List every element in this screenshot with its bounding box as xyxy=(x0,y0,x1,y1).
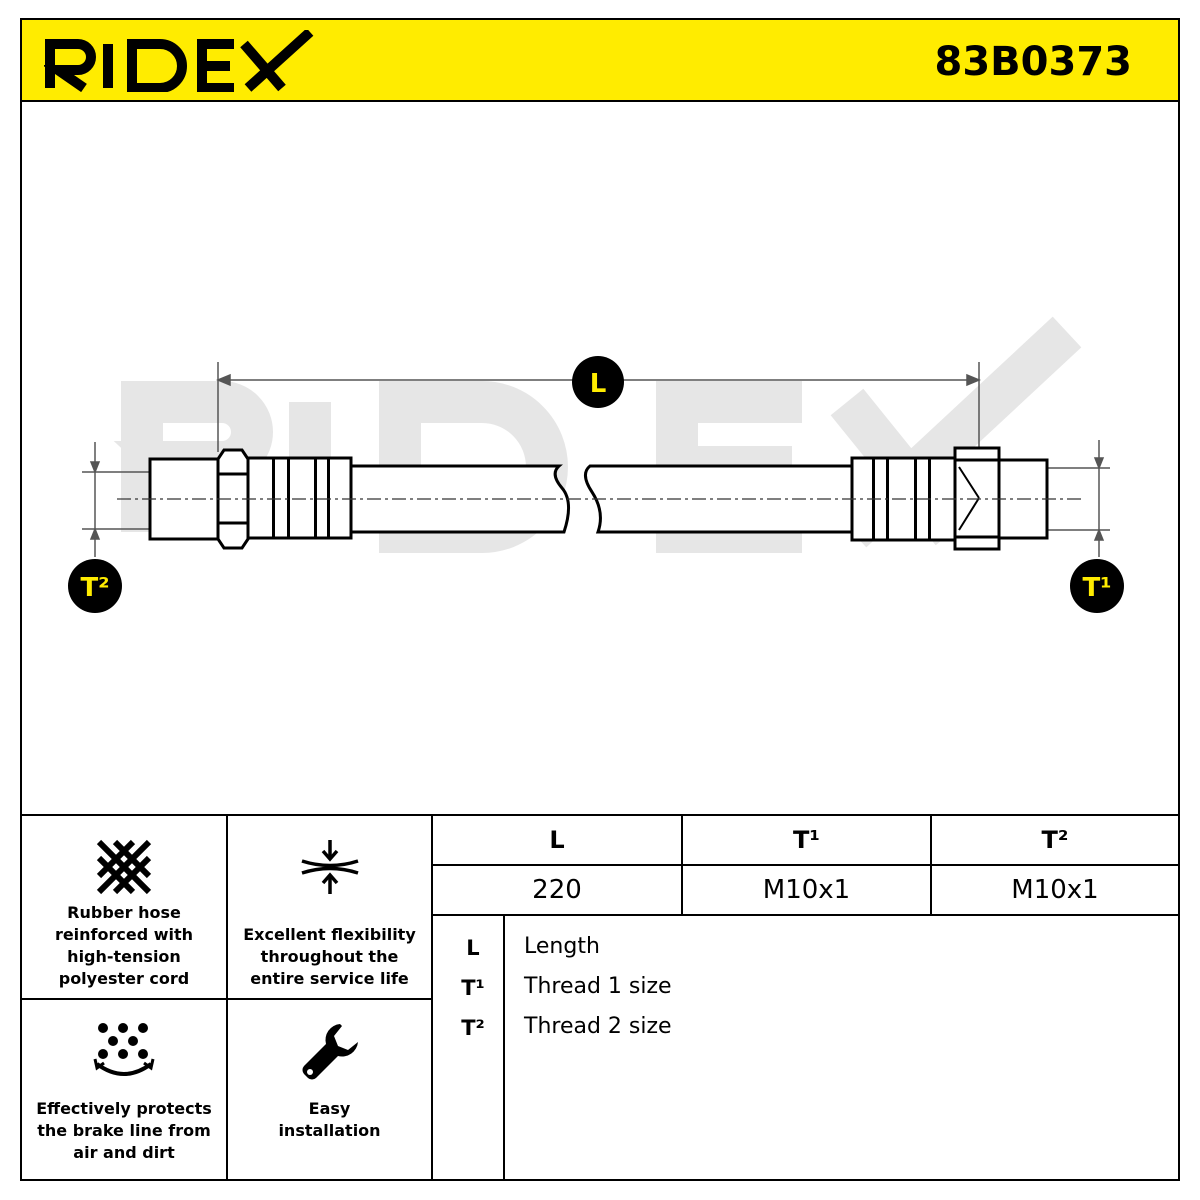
divider xyxy=(22,998,431,1000)
spec-value-T1: M10x1 xyxy=(762,875,851,905)
info-panel: Rubber hose reinforced with high-tension… xyxy=(22,814,1178,1179)
particles-shield-icon xyxy=(93,1023,155,1076)
legend-key-L: L xyxy=(466,936,480,960)
spec-header-L: L xyxy=(549,826,565,854)
feature-label: Rubber hose reinforced with high-tension… xyxy=(54,903,194,988)
divider xyxy=(431,816,433,1179)
divider xyxy=(503,916,505,1179)
divider xyxy=(930,816,932,915)
legend-text-T2: Thread 2 size xyxy=(524,1014,672,1039)
feature-label: Effectively protects the brake line from… xyxy=(36,1099,212,1162)
badge-T1-text: T¹ xyxy=(1082,573,1111,603)
dimension-T2 xyxy=(82,442,150,557)
hose-drawing: L T² T¹ xyxy=(22,102,1178,814)
hose-drawing-svg: L T² T¹ xyxy=(68,316,1124,613)
divider xyxy=(226,816,228,1179)
spec-header-T2: T² xyxy=(1041,826,1069,854)
legend-key-T2: T² xyxy=(461,1016,485,1040)
flexibility-icon xyxy=(300,840,359,894)
product-sheet: RIDEX 83B0373 xyxy=(20,18,1180,1181)
badge-L-text: L xyxy=(590,369,607,399)
feature-label: Easy installation xyxy=(278,1099,381,1140)
feature-reinforced: Rubber hose reinforced with high-tension… xyxy=(22,816,226,998)
wrench-icon xyxy=(301,1024,358,1080)
header-bar: RIDEX 83B0373 xyxy=(22,20,1178,102)
feature-label: Excellent flexibility throughout the ent… xyxy=(243,925,416,988)
badge-L: L xyxy=(572,356,624,408)
mesh-icon xyxy=(96,839,152,895)
legend-text-L: Length xyxy=(524,934,600,959)
part-number: 83B0373 xyxy=(934,39,1132,85)
spec-value-L: 220 xyxy=(532,875,582,905)
ridex-logo: RIDEX xyxy=(41,28,314,96)
spec-value-T2: M10x1 xyxy=(1011,875,1099,905)
divider xyxy=(681,816,683,915)
feature-installation: Easy installation xyxy=(228,1000,431,1179)
feature-protection: Effectively protects the brake line from… xyxy=(22,1000,226,1179)
ridex-logo-mark xyxy=(41,28,314,93)
legend-key-T1: T¹ xyxy=(461,976,485,1000)
divider xyxy=(433,864,1178,866)
feature-flexibility: Excellent flexibility throughout the ent… xyxy=(228,816,431,998)
badge-T1: T¹ xyxy=(1070,559,1124,613)
legend-text-T1: Thread 1 size xyxy=(524,974,672,999)
divider xyxy=(433,914,1178,916)
badge-T2: T² xyxy=(68,559,122,613)
badge-T2-text: T² xyxy=(80,573,109,603)
spec-header-T1: T¹ xyxy=(793,826,820,854)
dimension-T1 xyxy=(1047,440,1110,557)
